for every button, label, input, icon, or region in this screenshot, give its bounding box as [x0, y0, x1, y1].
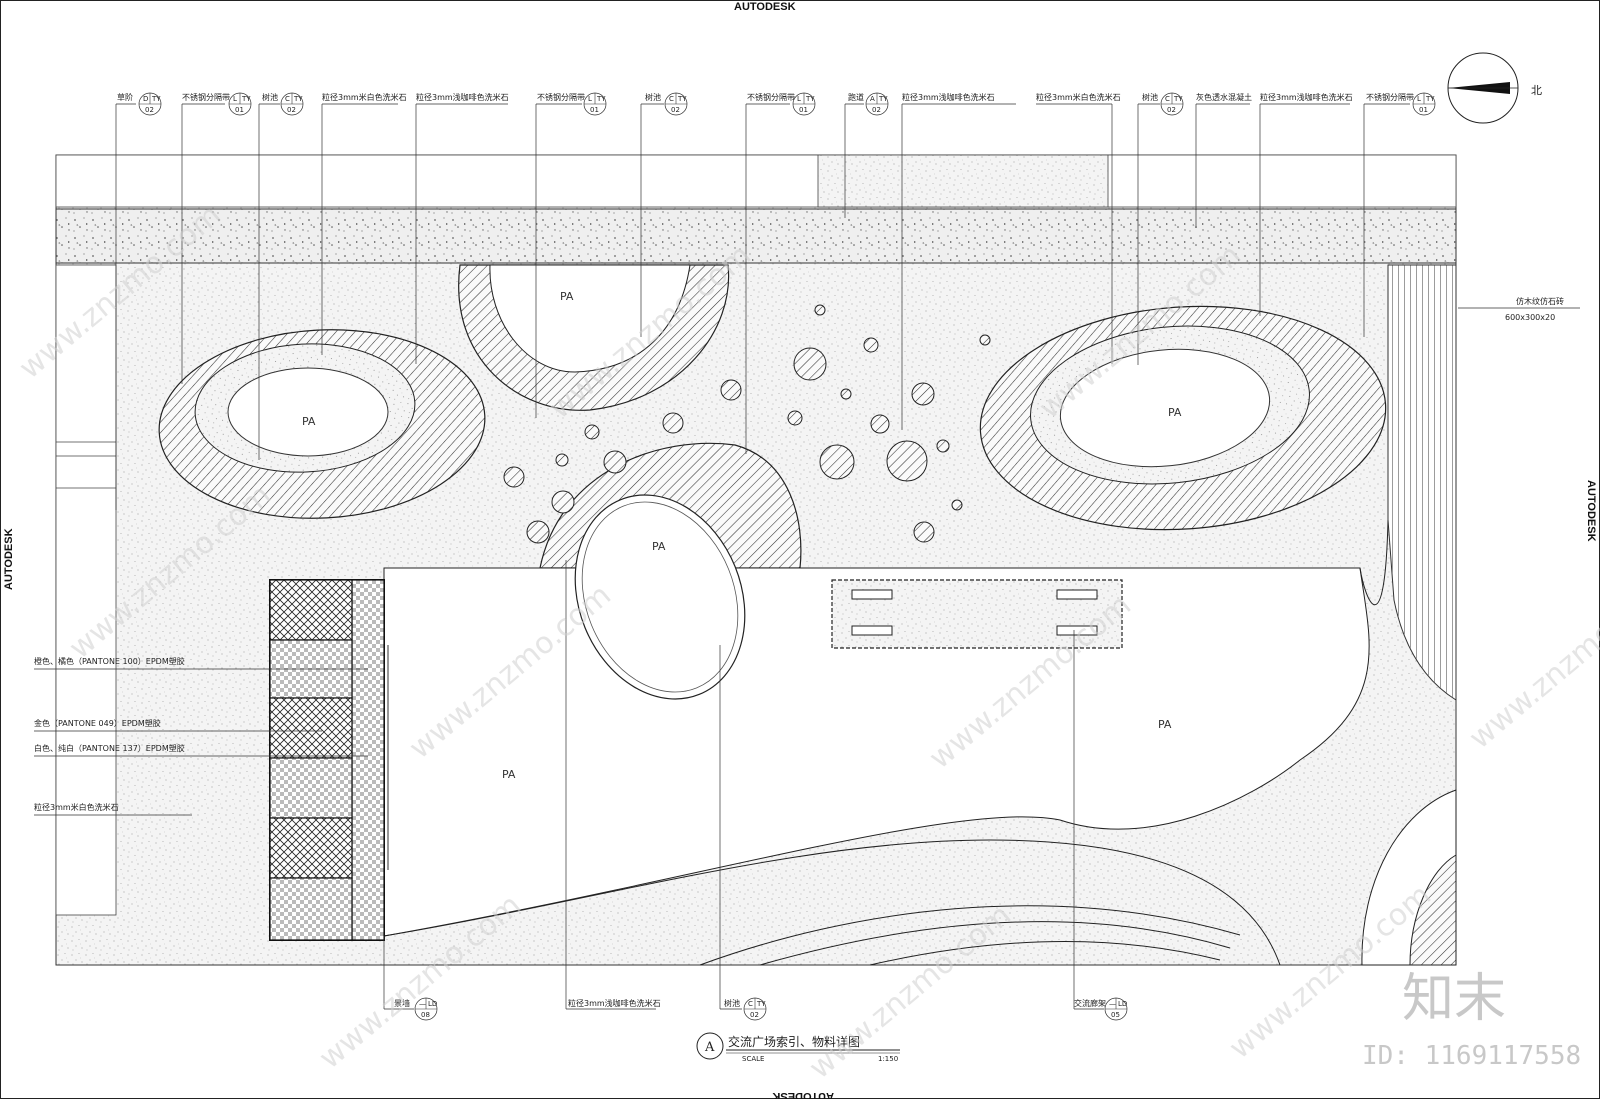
planter-east	[979, 305, 1387, 531]
svg-text:金色（PANTONE 049）EPDM塑胶: 金色（PANTONE 049）EPDM塑胶	[34, 718, 161, 728]
svg-text:02: 02	[750, 1011, 759, 1019]
svg-text:LD: LD	[1118, 1000, 1127, 1008]
svg-text:L: L	[797, 95, 801, 103]
bottom-callouts: 景墙 — LD 08 粒径3mm浅咖啡色洗米石 树池 C TY 02 交流廊架 …	[383, 560, 1128, 1021]
svg-text:C: C	[1165, 95, 1170, 103]
svg-text:LD: LD	[428, 1000, 437, 1008]
wood-grain-tile-strip	[1387, 264, 1457, 701]
north-arrow: 北	[1447, 52, 1542, 124]
svg-text:02: 02	[1167, 106, 1176, 114]
epdm-play-blocks	[269, 579, 389, 941]
left-edge-strip	[55, 264, 117, 916]
svg-text:C: C	[669, 95, 674, 103]
planter-north	[458, 264, 730, 411]
callout-label: 跑道	[848, 92, 864, 102]
drawing-title: A 交流广场索引、物料详图 SCALE 1:150	[696, 1032, 900, 1063]
svg-text:02: 02	[145, 106, 154, 114]
planter-southeast	[1409, 854, 1457, 966]
north-entry	[817, 154, 1109, 208]
svg-text:粒径3mm浅咖啡色洗米石: 粒径3mm浅咖啡色洗米石	[568, 998, 661, 1008]
svg-text:600x300x20: 600x300x20	[1505, 313, 1555, 322]
svg-text:TY: TY	[241, 95, 251, 103]
svg-text:C: C	[748, 1000, 753, 1008]
north-label: 北	[1531, 84, 1542, 97]
callout-label: 粒径3mm浅咖啡色洗米石	[902, 92, 995, 102]
watermark-logo: 知末	[1402, 969, 1506, 1029]
svg-text:TY: TY	[756, 1000, 766, 1008]
callout-label: 树池	[645, 92, 661, 102]
callout-label: 不锈钢分隔带	[182, 92, 230, 102]
planter-west	[158, 329, 486, 519]
pa-label: PA	[1158, 718, 1172, 731]
svg-text:交流廊架: 交流廊架	[1074, 998, 1106, 1008]
svg-text:TY: TY	[1425, 95, 1435, 103]
svg-text:01: 01	[1419, 106, 1428, 114]
svg-text:TY: TY	[677, 95, 687, 103]
svg-text:01: 01	[799, 106, 808, 114]
svg-text:L: L	[1417, 95, 1421, 103]
autodesk-top: AUTODESK	[734, 1, 796, 13]
svg-text:TY: TY	[878, 95, 888, 103]
svg-text:—: —	[1109, 1000, 1116, 1008]
callout-label: 树池	[262, 92, 278, 102]
svg-text:仿木纹仿石砖: 仿木纹仿石砖	[1516, 296, 1564, 306]
top-callouts: 草阶 D TY 02 不锈钢分隔带 L TY 01 树池 C TY 02 粒径3…	[115, 92, 1436, 510]
callout-label: 不锈钢分隔带	[537, 92, 585, 102]
svg-text:L: L	[588, 95, 592, 103]
pa-label: PA	[502, 768, 516, 781]
svg-text:D: D	[143, 95, 148, 103]
autodesk-left: AUTODESK	[3, 528, 15, 590]
callout-label: 不锈钢分隔带	[1366, 92, 1414, 102]
svg-text:景墙: 景墙	[394, 998, 410, 1008]
scale-label: SCALE	[742, 1055, 764, 1063]
callout-label: 粒径3mm浅咖啡色洗米石	[416, 92, 509, 102]
callout-label: 草阶	[117, 92, 133, 102]
callout-label: 粒径3mm米白色洗米石	[322, 92, 407, 102]
svg-text:粒径3mm米白色洗米石: 粒径3mm米白色洗米石	[34, 802, 119, 812]
right-callout: 仿木纹仿石砖 600x300x20	[1458, 296, 1580, 322]
svg-text:01: 01	[590, 106, 599, 114]
svg-text:橙色、橘色（PANTONE 100）EPDM塑胶: 橙色、橘色（PANTONE 100）EPDM塑胶	[34, 656, 185, 666]
svg-text:02: 02	[872, 106, 881, 114]
callout-label: 粒径3mm浅咖啡色洗米石	[1260, 92, 1353, 102]
pa-label: PA	[1168, 406, 1182, 419]
stepping-circles	[503, 304, 991, 544]
svg-text:02: 02	[671, 106, 680, 114]
svg-text:05: 05	[1111, 1011, 1120, 1019]
permeable-concrete-band	[55, 208, 1457, 264]
svg-text:TY: TY	[151, 95, 161, 103]
svg-text:A: A	[870, 95, 875, 103]
watermark-id: ID: 1169117558	[1362, 1041, 1581, 1071]
autodesk-bottom: AUTODESK	[772, 1090, 834, 1099]
svg-text:L: L	[233, 95, 237, 103]
left-callouts: 橙色、橘色（PANTONE 100）EPDM塑胶 金色（PANTONE 049）…	[34, 656, 368, 816]
svg-text:08: 08	[421, 1011, 430, 1019]
central-lawn	[574, 494, 746, 700]
autodesk-right: AUTODESK	[1585, 480, 1597, 542]
callout-label: 树池	[1142, 92, 1158, 102]
svg-text:C: C	[285, 95, 290, 103]
svg-text:—: —	[419, 1000, 426, 1008]
svg-text:TY: TY	[1173, 95, 1183, 103]
callout-label: 粒径3mm米白色洗米石	[1036, 92, 1121, 102]
callout-label: 灰色透水混凝土	[1196, 92, 1252, 102]
svg-text:白色、纯白（PANTONE 137）EPDM塑胶: 白色、纯白（PANTONE 137）EPDM塑胶	[34, 743, 185, 753]
svg-text:树池: 树池	[724, 998, 740, 1008]
title-marker: A	[704, 1040, 715, 1055]
svg-text:TY: TY	[596, 95, 606, 103]
svg-text:01: 01	[235, 106, 244, 114]
north-strip	[55, 154, 1457, 208]
scale-value: 1:150	[878, 1055, 898, 1063]
svg-text:TY: TY	[293, 95, 303, 103]
svg-text:02: 02	[287, 106, 296, 114]
svg-text:TY: TY	[805, 95, 815, 103]
pa-label: PA	[652, 540, 666, 553]
callout-label: 不锈钢分隔带	[747, 92, 795, 102]
title-text: 交流广场索引、物料详图	[728, 1034, 860, 1049]
pa-label: PA	[302, 415, 316, 428]
pa-label: PA	[560, 290, 574, 303]
